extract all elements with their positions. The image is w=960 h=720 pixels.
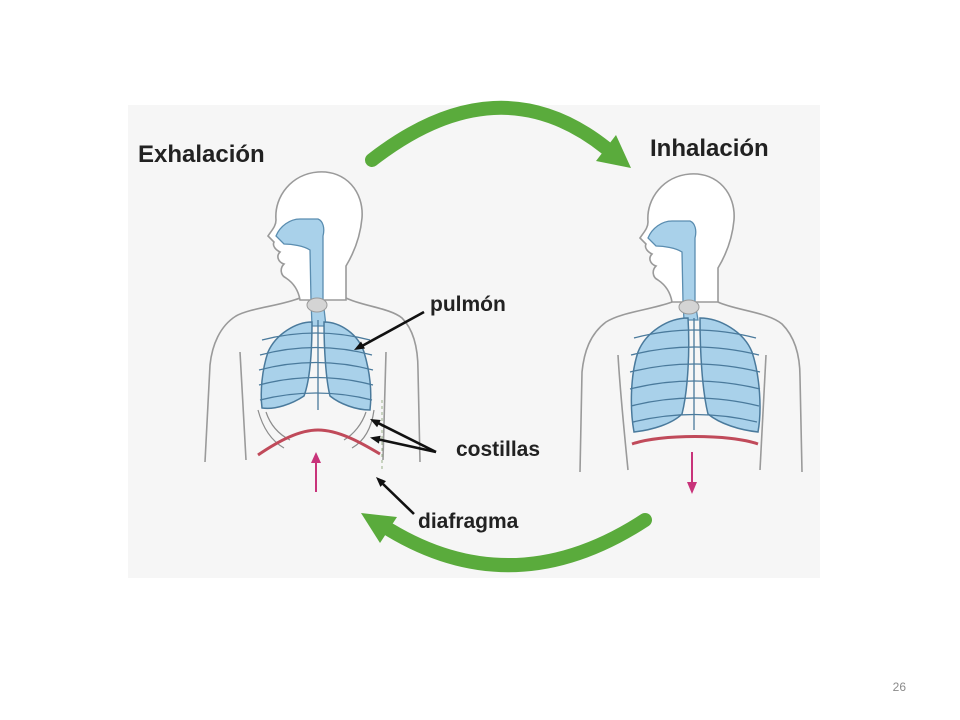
thyroid — [678, 299, 700, 315]
thyroid — [306, 297, 328, 313]
arm-line-right — [759, 354, 767, 471]
cycle-arrow-top-icon — [365, 100, 631, 168]
page-number: 26 — [892, 680, 906, 694]
diaphragm-domed — [257, 428, 381, 457]
lower-ribs — [257, 409, 375, 449]
ribs — [629, 318, 761, 430]
inhalation-figure — [579, 173, 803, 494]
label-diaphragm: diafragma — [418, 510, 519, 533]
pointer-lung-arrow-icon — [354, 310, 425, 350]
diaphragm-flat — [631, 435, 759, 446]
arm-line-left — [239, 351, 247, 461]
pointer-diaphragm-arrow-icon — [376, 477, 415, 515]
arrow-up-icon — [311, 452, 321, 492]
airway — [647, 220, 699, 321]
arrow-down-icon — [687, 452, 697, 494]
lung-left-lobe — [630, 317, 690, 433]
body-outline-left — [204, 297, 301, 463]
inhalation-title: Inhalación — [650, 135, 769, 162]
cycle-arrow-bottom-icon — [361, 513, 652, 573]
arm-line-right — [382, 351, 387, 461]
body-outline-right — [345, 297, 421, 463]
lung-left-lobe — [260, 321, 313, 410]
label-ribs: costillas — [456, 438, 540, 461]
label-lung: pulmón — [430, 293, 506, 316]
ribs — [258, 320, 374, 410]
body-outline-right — [717, 301, 803, 473]
pointer-ribs-arrow-icon — [370, 419, 437, 454]
exhalation-title: Exhalación — [138, 141, 265, 168]
arm-line-left — [617, 354, 629, 471]
body-outline-left — [579, 301, 673, 473]
